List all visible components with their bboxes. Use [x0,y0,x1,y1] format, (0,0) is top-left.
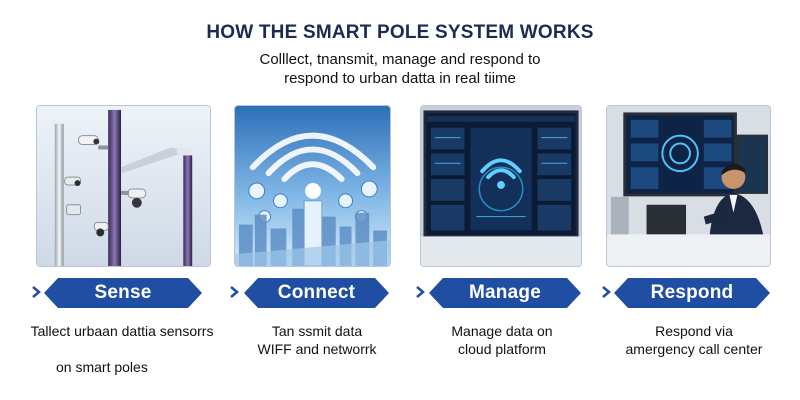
chevron-right-icon [602,286,611,298]
step-label: Manage [469,282,541,303]
step-description-sense: Tallect urbaan dattia sensorrs on smart … [22,322,222,376]
step-banner-connect: Connect [244,278,389,308]
desc-line-2: amergency call center [625,341,763,357]
chevron-right-icon [230,286,239,298]
desc-line-2: on smart poles [56,359,148,375]
sense-image [36,105,211,267]
connect-image [234,105,391,267]
page-subtitle: Colllect, tnansmit, manage and respond t… [200,50,600,88]
step-banner-respond: Respond [614,278,770,308]
step-label: Respond [650,282,734,303]
desc-line-2: cloud platform [458,341,546,357]
respond-image [606,105,771,267]
subtitle-line-1: Colllect, tnansmit, manage and respond t… [259,51,541,68]
step-label: Sense [94,282,152,303]
desc-line-1: Tallect urbaan dattia sensorrs [30,323,214,339]
step-banner-sense: Sense [44,278,202,308]
step-description-respond: Respond via amergency call center [604,322,784,358]
manage-image [420,105,582,267]
desc-line-1: Respond via [655,323,733,339]
desc-line-1: Tan ssmit data [271,323,363,339]
subtitle-line-2: respond to urban datta in real tiime [284,70,516,87]
desc-line-1: Manage data on [451,323,553,339]
step-label: Connect [277,282,356,303]
chevron-right-icon [416,286,425,298]
step-description-manage: Manage data on cloud platform [412,322,592,358]
desc-line-2: WIFF and networrk [257,341,377,357]
chevron-right-icon [32,286,41,298]
step-description-connect: Tan ssmit data WIFF and networrk [232,322,402,358]
step-banner-manage: Manage [429,278,581,308]
page-title: HOW THE SMART POLE SYSTEM WORKS [206,22,594,43]
